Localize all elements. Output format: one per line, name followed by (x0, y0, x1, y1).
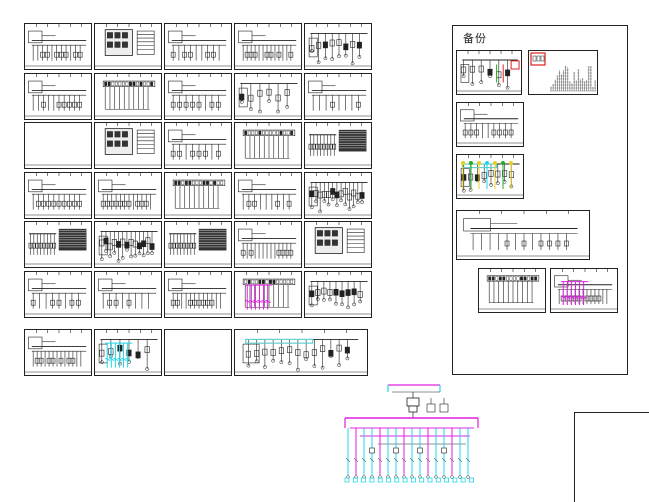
sheet-schematic (95, 123, 161, 166)
drawing-sheet[interactable] (164, 270, 232, 318)
spare-sheet-schematic (457, 51, 521, 92)
drawing-sheet[interactable] (94, 171, 162, 219)
drawing-sheet[interactable] (164, 122, 232, 169)
title-block (574, 412, 649, 502)
spare-panel (452, 25, 628, 375)
sheet-schematic (305, 172, 371, 215)
sheet-schematic (305, 73, 371, 116)
spare-drawing-sheet[interactable] (456, 210, 590, 260)
drawing-sheet[interactable] (94, 329, 162, 376)
sheet-schematic (165, 222, 231, 265)
sheet-schematic (165, 371, 231, 373)
drawing-sheet[interactable] (24, 221, 92, 268)
spare-sheet-schematic (457, 103, 523, 144)
sheet-schematic (235, 330, 367, 373)
drawing-sheet[interactable] (164, 171, 232, 219)
drawing-sheet[interactable] (234, 72, 302, 120)
spare-sheet-schematic (457, 155, 523, 196)
sheet-schematic (25, 172, 91, 215)
spare-drawing-sheet[interactable] (550, 268, 618, 313)
sheet-schematic (95, 330, 161, 373)
spare-drawing-sheet[interactable] (456, 50, 522, 95)
drawing-sheet[interactable] (234, 221, 302, 268)
sheet-schematic (235, 24, 301, 67)
drawing-sheet[interactable] (234, 122, 302, 169)
sheet-schematic (95, 271, 161, 314)
sheet-schematic (95, 24, 161, 67)
drawing-sheet[interactable] (94, 221, 162, 268)
drawing-sheet[interactable] (24, 122, 92, 169)
drawing-sheet[interactable] (24, 329, 92, 376)
drawing-sheet[interactable] (164, 329, 232, 376)
sheet-schematic (165, 73, 231, 116)
drawing-sheet[interactable] (304, 72, 372, 120)
sheet-schematic (305, 123, 371, 166)
drawing-sheet[interactable] (304, 221, 372, 268)
drawing-sheet[interactable] (164, 23, 232, 70)
drawing-sheet[interactable] (234, 270, 302, 318)
drawing-sheet[interactable] (164, 72, 232, 120)
spare-drawing-sheet[interactable] (478, 268, 546, 313)
sheet-schematic (25, 330, 91, 373)
drawing-sheet[interactable] (94, 72, 162, 120)
spare-sheet-schematic (479, 269, 545, 310)
standalone-wiring-diagram (344, 384, 479, 483)
sheet-schematic (235, 73, 301, 116)
drawing-sheet[interactable] (304, 122, 372, 169)
sheet-schematic (235, 123, 301, 166)
drawing-sheet[interactable] (94, 122, 162, 169)
sheet-schematic (95, 73, 161, 116)
sheet-schematic (25, 271, 91, 314)
sheet-schematic (165, 24, 231, 67)
sheet-schematic (95, 172, 161, 215)
sheet-schematic (165, 271, 231, 314)
drawing-sheet[interactable] (304, 23, 372, 70)
spare-drawing-sheet[interactable] (456, 102, 524, 147)
sheet-schematic (305, 271, 371, 314)
drawing-sheet[interactable] (304, 270, 372, 318)
spare-drawing-sheet[interactable] (456, 154, 524, 199)
spare-section-label: 备份 (463, 32, 487, 45)
sheet-schematic (25, 164, 91, 166)
drawing-sheet[interactable] (94, 270, 162, 318)
drawing-sheet[interactable] (304, 171, 372, 219)
sheet-schematic (235, 172, 301, 215)
spare-sheet-schematic (551, 269, 617, 310)
sheet-schematic (25, 24, 91, 67)
drawing-sheet[interactable] (24, 270, 92, 318)
sheet-schematic (165, 172, 231, 215)
drawing-sheet[interactable] (24, 23, 92, 70)
drawing-sheet[interactable] (24, 72, 92, 120)
spare-drawing-sheet[interactable] (528, 50, 598, 95)
sheet-schematic (95, 222, 161, 265)
sheet-schematic (25, 222, 91, 265)
sheet-schematic (305, 24, 371, 67)
drawing-sheet[interactable] (234, 329, 368, 376)
sheet-schematic (235, 222, 301, 265)
sheet-schematic (305, 222, 371, 265)
drawing-sheet[interactable] (234, 171, 302, 219)
drawing-sheet[interactable] (24, 171, 92, 219)
drawing-sheet[interactable] (94, 23, 162, 70)
drawing-sheet[interactable] (234, 23, 302, 70)
sheet-schematic (165, 123, 231, 166)
sheet-schematic (25, 73, 91, 116)
sheet-schematic (235, 271, 301, 314)
spare-sheet-schematic (457, 211, 589, 257)
spare-sheet-schematic (530, 52, 597, 92)
drawing-sheet[interactable] (164, 221, 232, 268)
